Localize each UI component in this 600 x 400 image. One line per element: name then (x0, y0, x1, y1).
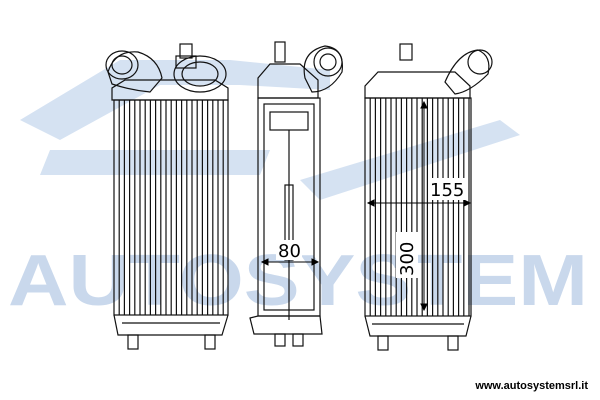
thickness-dimension-label: 155 (430, 180, 464, 201)
rear-view (364, 43, 493, 351)
side-view (249, 41, 343, 347)
dimension-lines (260, 100, 472, 312)
depth-dimension-label: 80 (278, 241, 301, 262)
front-view (105, 43, 229, 350)
website-url: www.autosystemsrl.it (475, 380, 588, 392)
height-dimension-label: 300 (397, 242, 418, 276)
